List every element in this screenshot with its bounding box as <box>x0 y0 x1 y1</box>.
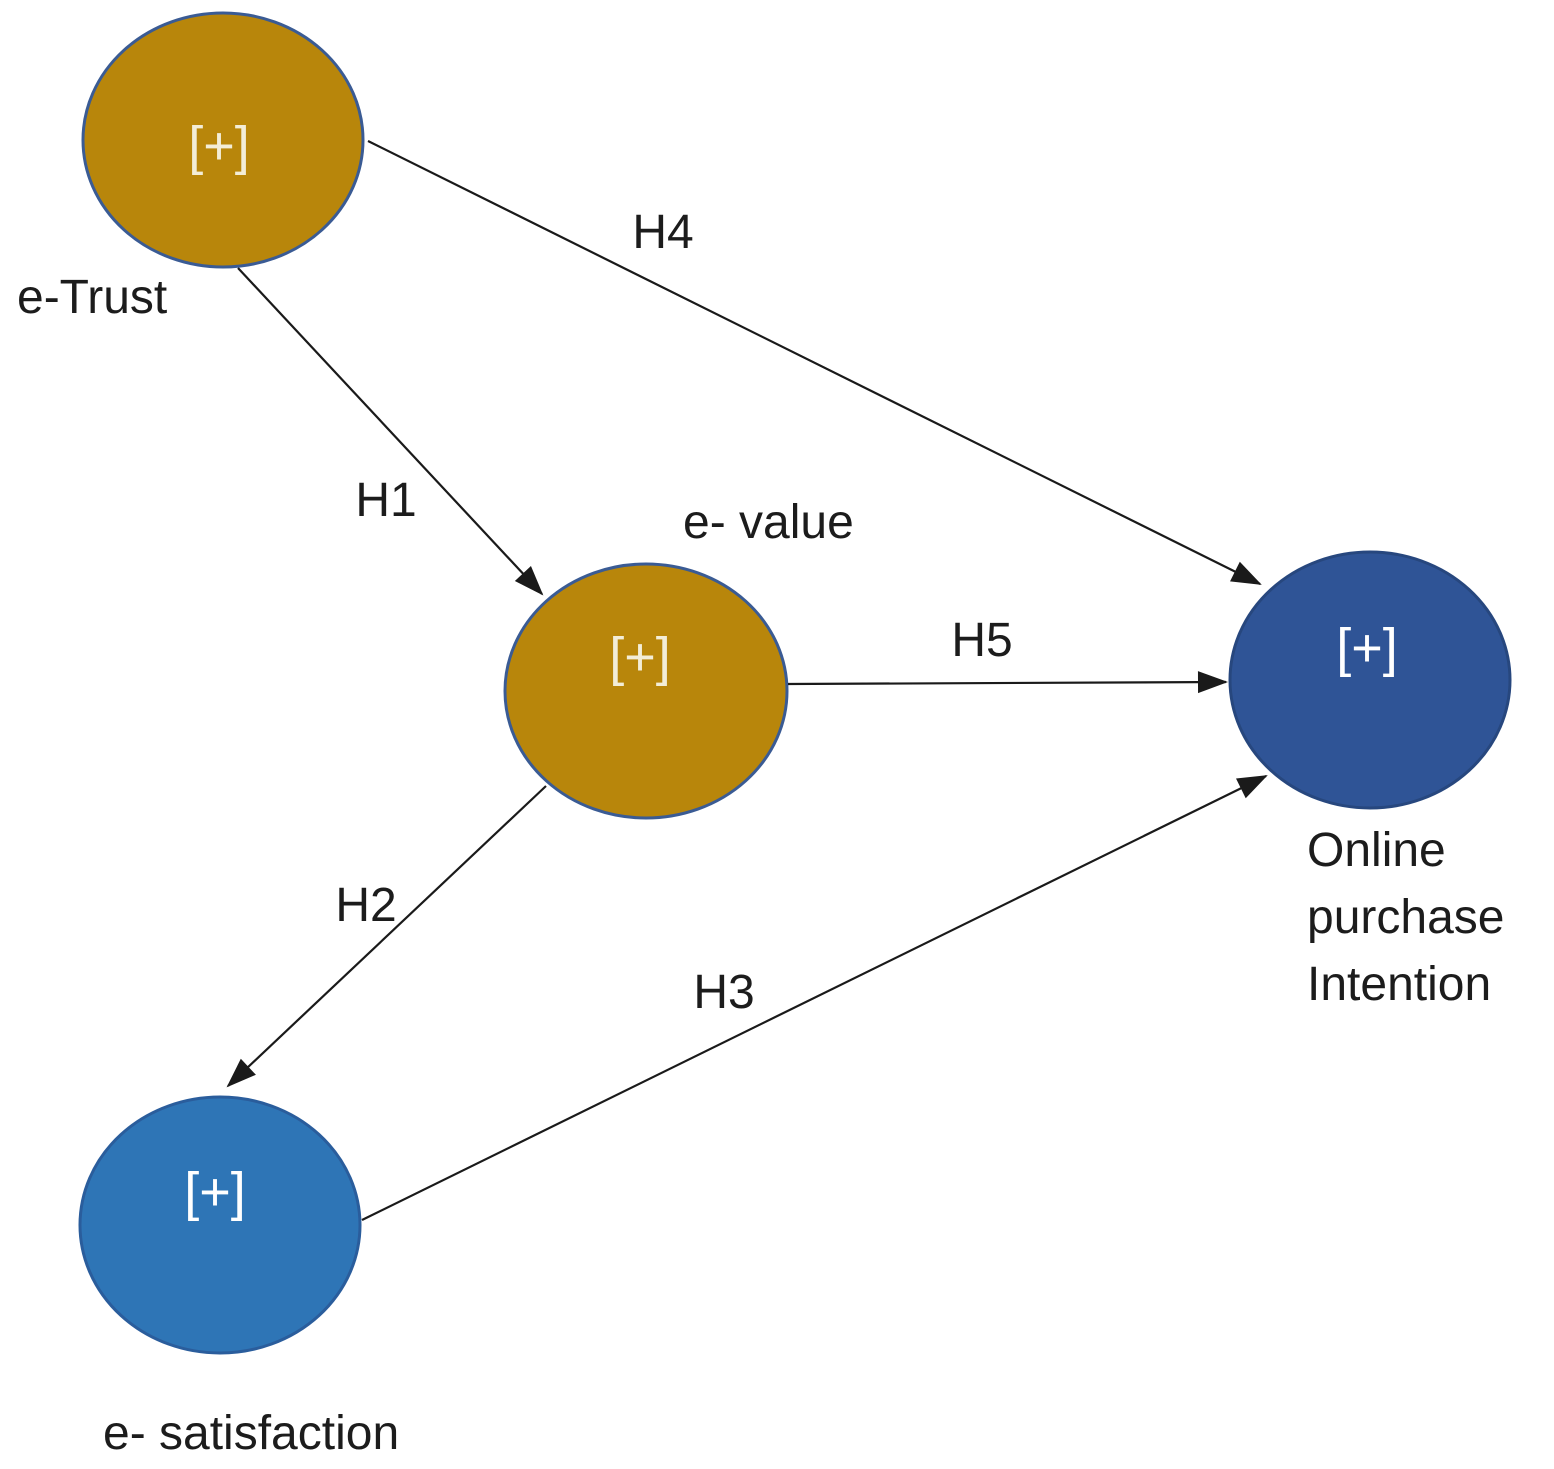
edges <box>226 140 1268 1221</box>
e-trust-ellipse <box>81 11 365 269</box>
e-value-ellipse <box>503 562 789 820</box>
online-purchase-intention-sign: [+] <box>1336 618 1398 678</box>
edge-h4-arrow <box>367 140 1262 585</box>
edge-h3-label: H3 <box>693 966 754 1019</box>
e-trust-sign: [+] <box>188 116 250 176</box>
edge-h5-arrow <box>787 671 1228 694</box>
node-online-purchase-intention: [+] Online purchase Intention <box>1228 550 1518 1011</box>
node-e-value: [+] e- value <box>503 496 854 820</box>
node-e-trust: [+] e-Trust <box>17 11 365 324</box>
e-satisfaction-ellipse <box>78 1095 362 1355</box>
edge-h2-arrow <box>226 785 547 1088</box>
online-purchase-intention-label: Online purchase Intention <box>1307 824 1518 1011</box>
e-satisfaction-label: e- satisfaction <box>103 1407 399 1460</box>
e-trust-label: e-Trust <box>17 271 167 324</box>
edge-h5-label: H5 <box>951 614 1012 667</box>
e-value-label: e- value <box>683 496 854 549</box>
edge-h2-label: H2 <box>335 879 396 932</box>
online-purchase-intention-ellipse <box>1228 550 1512 810</box>
e-satisfaction-sign: [+] <box>184 1162 246 1222</box>
e-value-sign: [+] <box>609 627 671 687</box>
label-line-intention: Intention <box>1307 958 1491 1011</box>
edge-labels: H1 H2 H3 H4 H5 <box>335 206 1012 1019</box>
label-line-online: Online <box>1307 824 1446 877</box>
edge-h1-arrow <box>237 267 544 596</box>
edge-h1-label: H1 <box>355 474 416 527</box>
edge-h4-label: H4 <box>632 206 693 259</box>
node-e-satisfaction: [+] e- satisfaction <box>78 1095 399 1460</box>
label-line-purchase: purchase <box>1307 891 1504 944</box>
edge-h3-arrow <box>361 775 1268 1221</box>
